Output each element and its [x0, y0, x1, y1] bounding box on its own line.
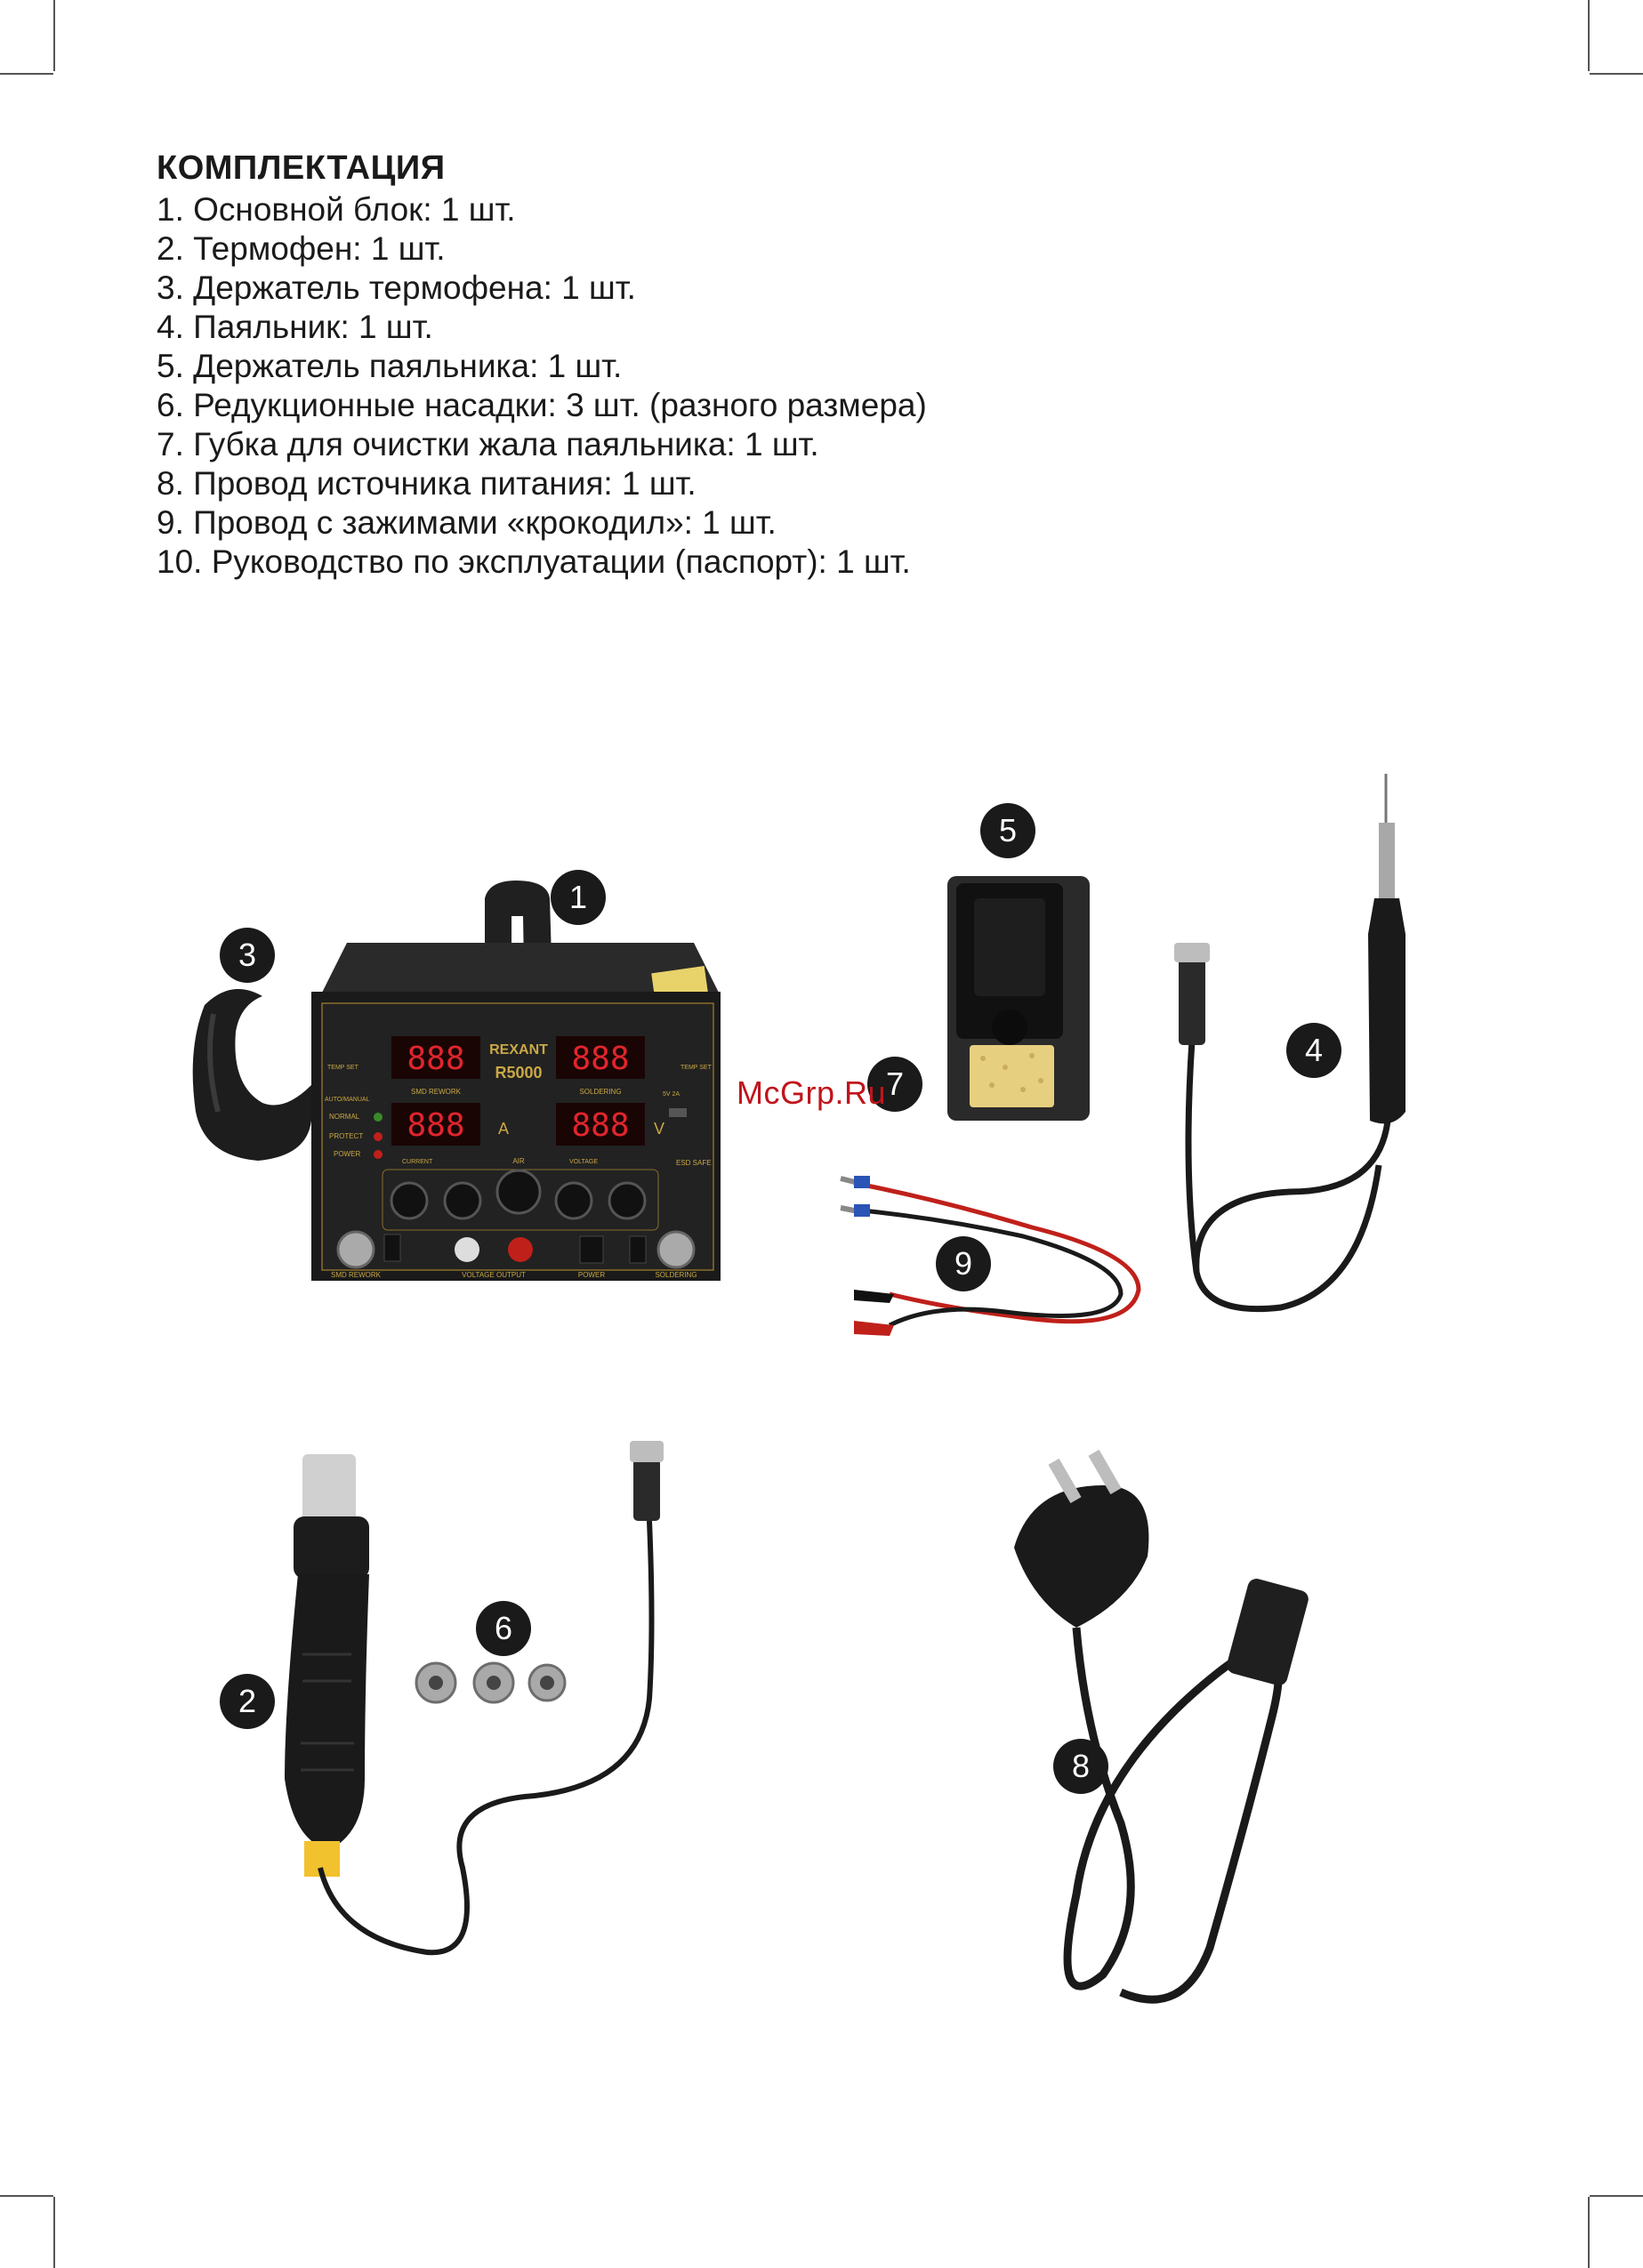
list-item: 3. Держатель термофена: 1 шт. — [157, 269, 636, 306]
section-heading: КОМПЛЕКТАЦИЯ — [157, 149, 446, 187]
watermark: McGrp.Ru — [737, 1074, 887, 1111]
power-cord-photo — [1014, 1450, 1309, 2004]
auto-label: AUTO/MANUAL — [325, 1097, 370, 1103]
crop-mark — [1590, 73, 1643, 75]
unit-v: V — [654, 1120, 664, 1138]
number-badge: 3 — [220, 928, 275, 983]
power-switch-label: POWER — [578, 1271, 605, 1279]
number-badge: 5 — [980, 803, 1035, 858]
display-readout: 888 — [571, 1041, 629, 1077]
crop-mark — [1590, 2195, 1643, 2197]
smd-port-label: SMD REWORK — [331, 1271, 382, 1279]
list-item: 1. Основной блок: 1 шт. — [157, 191, 516, 228]
number-badge: 9 — [936, 1236, 991, 1291]
temp-set-label: TEMP SET — [681, 1065, 713, 1071]
crop-mark — [0, 73, 53, 75]
iron-stand-photo — [947, 876, 1090, 1121]
main-unit-photo: 888 888 888 888 REXANT R5000 A V SMD REW… — [311, 881, 721, 1281]
number-badge: 4 — [1286, 1023, 1341, 1078]
unit-a: A — [498, 1120, 509, 1138]
display-readout: 888 — [407, 1041, 464, 1077]
esd-label: ESD SAFE — [676, 1159, 712, 1167]
hot-air-gun-photo — [285, 1441, 664, 1956]
crop-mark — [0, 2195, 53, 2197]
number-badge: 8 — [1053, 1739, 1108, 1794]
gun-holder-photo — [192, 989, 311, 1161]
list-item: 8. Провод источника питания: 1 шт. — [157, 465, 697, 502]
current-label: CURRENT — [402, 1159, 433, 1165]
list-item: 9. Провод с зажимами «крокодил»: 1 шт. — [157, 504, 777, 541]
display-readout: 888 — [407, 1107, 464, 1144]
list-item: 7. Губка для очистки жала паяльника: 1 ш… — [157, 426, 819, 462]
crop-mark — [1588, 2197, 1590, 2268]
nozzles-photo — [415, 1661, 567, 1704]
contents-list: 1. Основной блок: 1 шт. 2. Термофен: 1 ш… — [157, 190, 927, 582]
crop-mark — [53, 2197, 55, 2268]
list-item: 5. Держатель паяльника: 1 шт. — [157, 348, 623, 384]
power-led-label: POWER — [334, 1150, 360, 1158]
list-item: 4. Паяльник: 1 шт. — [157, 309, 433, 345]
crop-mark — [53, 0, 55, 71]
temp-set-label: TEMP SET — [327, 1065, 359, 1071]
model-label: R5000 — [495, 1064, 542, 1082]
list-item: 2. Термофен: 1 шт. — [157, 230, 446, 267]
list-item: 6. Редукционные насадки: 3 шт. (разного … — [157, 387, 927, 423]
air-label: AIR — [512, 1157, 525, 1165]
normal-label: NORMAL — [329, 1113, 360, 1121]
voltage-output-label: VOLTAGE OUTPUT — [462, 1271, 526, 1279]
crocodile-wires-photo — [840, 1176, 1141, 1336]
crop-mark — [1588, 0, 1590, 71]
voltage-label: VOLTAGE — [569, 1159, 598, 1165]
brand-label: REXANT — [489, 1042, 548, 1058]
usb-label: 5V 2A — [663, 1091, 680, 1098]
number-badge: 6 — [476, 1601, 531, 1656]
number-badge: 2 — [220, 1674, 275, 1729]
number-badge: 7 — [867, 1057, 922, 1112]
display-readout: 888 — [571, 1107, 629, 1144]
protect-label: PROTECT — [329, 1132, 363, 1140]
soldering-port-label: SOLDERING — [655, 1271, 697, 1279]
soldering-label: SOLDERING — [579, 1088, 621, 1096]
smd-label: SMD REWORK — [411, 1088, 462, 1096]
soldering-iron-photo — [1174, 774, 1405, 1313]
number-badge: 1 — [551, 870, 606, 925]
list-item: 10. Руководство по эксплуатации (паспорт… — [157, 543, 911, 580]
